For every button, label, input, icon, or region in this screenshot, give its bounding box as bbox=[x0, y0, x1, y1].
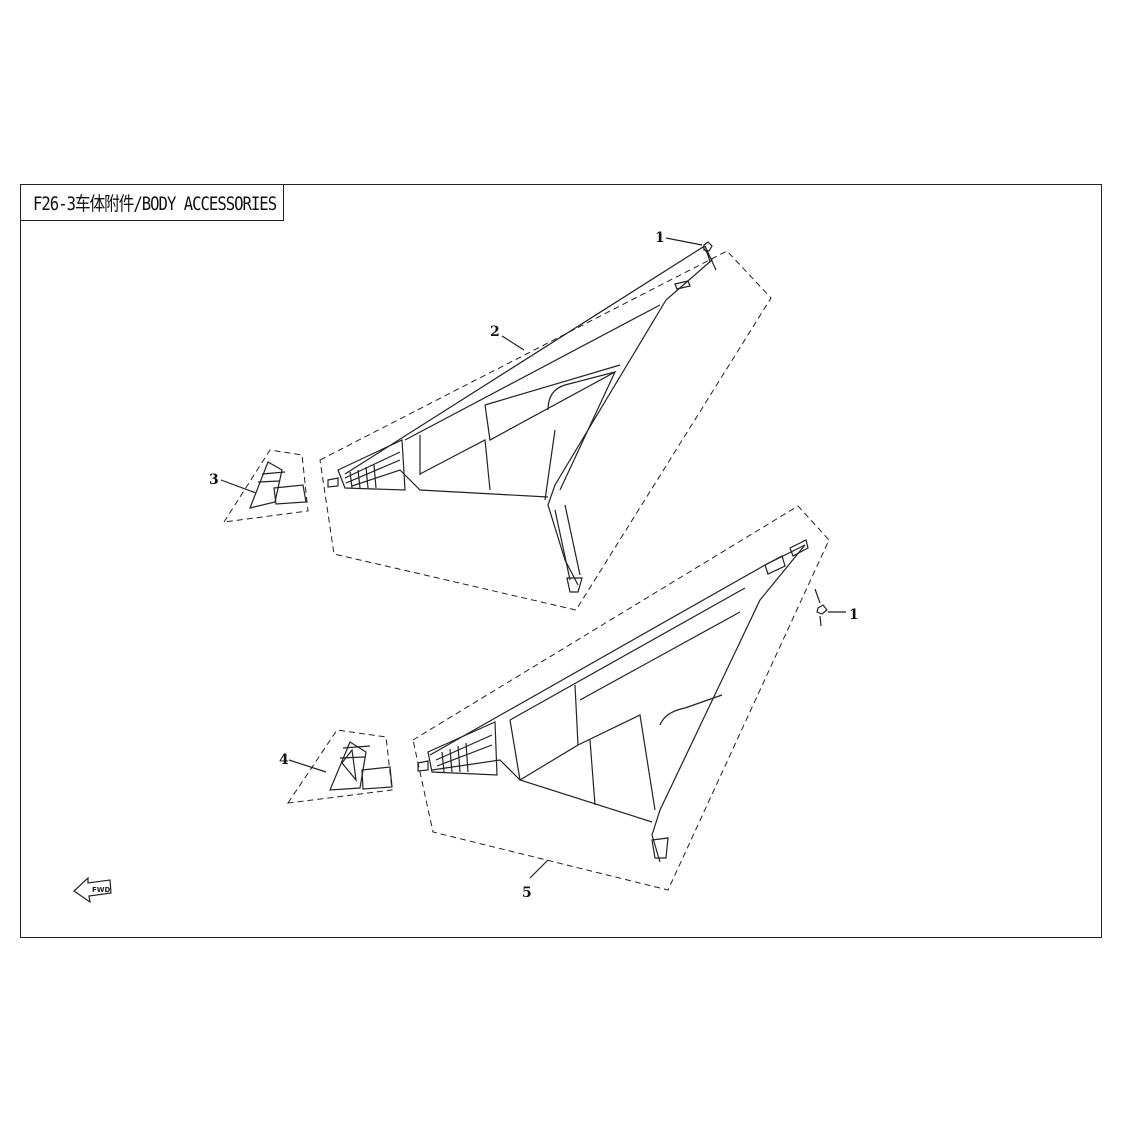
lower-top-buckle bbox=[764, 555, 786, 575]
lower-frame-bottom-rail bbox=[431, 759, 653, 823]
lower-top-end bbox=[789, 539, 809, 557]
leader-3 bbox=[220, 479, 257, 494]
fwd-label: FWD bbox=[92, 886, 111, 894]
part-4-plate bbox=[329, 741, 367, 791]
lower-frame-outline bbox=[429, 544, 806, 863]
fastener-lower bbox=[814, 588, 828, 627]
lower-frame-corner-brace bbox=[659, 694, 723, 726]
upper-end-clip bbox=[327, 477, 339, 488]
lower-end-fitting-ribs bbox=[435, 734, 493, 773]
leader-2 bbox=[501, 335, 525, 351]
lower-group-boundary bbox=[412, 505, 830, 891]
callout-5: 5 bbox=[522, 885, 532, 901]
title-box: F26-3车体附件/BODY ACCESSORIES bbox=[20, 184, 284, 221]
part-4-cutout bbox=[341, 748, 357, 783]
upper-lower-tip bbox=[554, 504, 583, 593]
part-4-block bbox=[361, 766, 393, 790]
callout-3: 3 bbox=[209, 472, 219, 488]
upper-frame-outline bbox=[344, 246, 713, 586]
lower-frame-web bbox=[509, 587, 746, 811]
fwd-arrow-icon bbox=[73, 876, 112, 904]
lower-end-fitting bbox=[427, 721, 498, 776]
callout-1-lower: 1 bbox=[849, 607, 859, 623]
upper-top-strap bbox=[674, 280, 691, 290]
leader-4 bbox=[288, 759, 327, 773]
lower-door-net-part-5 bbox=[412, 505, 830, 891]
upper-frame-corner-brace bbox=[544, 371, 616, 501]
part-4-tabs bbox=[339, 745, 371, 759]
part-4-boundary bbox=[286, 729, 393, 804]
leader-1-upper bbox=[665, 237, 703, 246]
callout-1-upper: 1 bbox=[655, 230, 665, 246]
upper-end-fitting-ribs bbox=[344, 451, 401, 489]
part-3-tabs bbox=[257, 471, 286, 483]
bracket-part-3 bbox=[223, 449, 309, 523]
diagram-frame bbox=[20, 184, 1102, 938]
upper-frame-bottom-rail bbox=[351, 469, 549, 498]
upper-door-net-part-2 bbox=[319, 245, 772, 611]
lower-end-clip bbox=[417, 760, 429, 772]
callout-2: 2 bbox=[490, 324, 500, 340]
fastener-upper bbox=[703, 241, 713, 263]
upper-frame-web bbox=[404, 304, 661, 491]
part-3-block bbox=[273, 484, 307, 505]
diagram-title: F26-3车体附件/BODY ACCESSORIES bbox=[33, 193, 277, 215]
upper-group-boundary bbox=[319, 250, 772, 611]
bracket-part-4 bbox=[286, 729, 393, 804]
callout-4: 4 bbox=[279, 752, 289, 768]
leader-5 bbox=[529, 859, 549, 879]
upper-end-fitting bbox=[337, 439, 406, 491]
part-3-plate bbox=[249, 461, 283, 509]
part-3-boundary bbox=[223, 449, 309, 523]
lower-lower-tip bbox=[651, 837, 669, 859]
